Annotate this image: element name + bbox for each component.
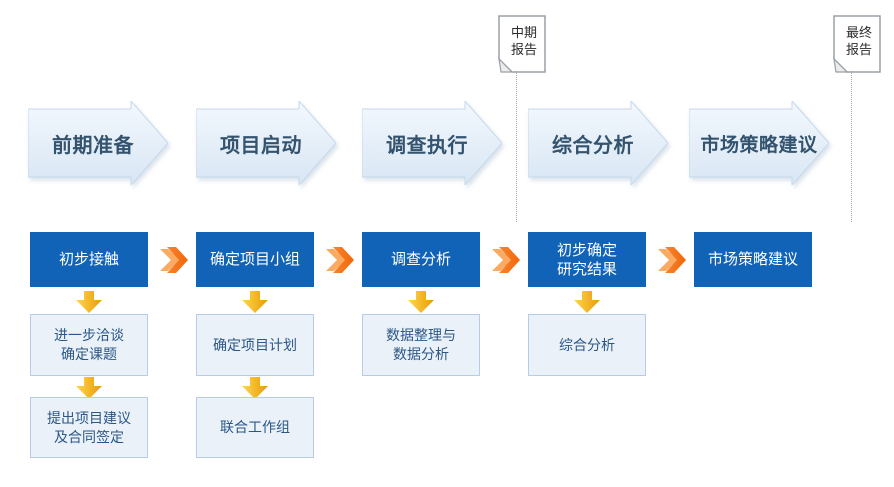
stage-label: 市场策略建议 xyxy=(700,134,818,156)
arrow-down-icon xyxy=(574,291,600,313)
sub-box-1-2: 提出项目建议 及合同签定 xyxy=(30,397,148,458)
step-box-2: 确定项目小组 xyxy=(196,232,314,287)
step-box-4: 初步确定 研究结果 xyxy=(528,232,646,287)
chevron-right-shape-icon xyxy=(689,101,829,185)
step-box-5: 市场策略建议 xyxy=(694,232,812,287)
stage-arrow-3: 调查执行 xyxy=(362,101,502,185)
sub-box-2-2: 联合工作组 xyxy=(196,397,314,458)
arrow-down-icon xyxy=(76,377,102,399)
document-note-icon xyxy=(833,15,881,73)
chevron-right-shape-icon xyxy=(28,101,168,185)
arrow-right-icon xyxy=(656,245,686,275)
stage-arrow-1: 前期准备 xyxy=(28,101,168,185)
stage-arrow-5: 市场策略建议 xyxy=(689,101,829,185)
sub-box-3-1: 数据整理与 数据分析 xyxy=(362,314,480,376)
arrow-down-icon xyxy=(242,377,268,399)
chevron-right-shape-icon xyxy=(528,101,668,185)
stage-arrow-2: 项目启动 xyxy=(196,101,336,185)
midterm-dotted-connector xyxy=(516,71,517,222)
arrow-right-icon xyxy=(490,245,520,275)
arrow-right-icon xyxy=(158,245,188,275)
sub-box-1-1: 进一步洽谈 确定课题 xyxy=(30,314,148,376)
final-report-note: 最终 报告 xyxy=(833,15,881,73)
arrow-down-icon xyxy=(76,291,102,313)
note-label: 最终 报告 xyxy=(845,25,872,57)
chevron-right-shape-icon xyxy=(362,101,502,185)
arrow-right-icon xyxy=(324,245,354,275)
final-dotted-connector xyxy=(851,71,852,222)
stage-arrow-4: 综合分析 xyxy=(528,101,668,185)
step-box-1: 初步接触 xyxy=(30,232,148,287)
sub-box-4-1: 综合分析 xyxy=(528,314,646,376)
chevron-right-shape-icon xyxy=(196,101,336,185)
note-label: 中期 报告 xyxy=(510,25,537,57)
document-note-icon xyxy=(498,15,546,73)
sub-box-2-1: 确定项目计划 xyxy=(196,314,314,376)
midterm-report-note: 中期 报告 xyxy=(498,15,546,73)
stage-label: 前期准备 xyxy=(52,134,134,157)
stage-label: 调查执行 xyxy=(386,134,468,157)
step-box-3: 调查分析 xyxy=(362,232,480,287)
stage-label: 项目启动 xyxy=(220,134,302,157)
arrow-down-icon xyxy=(408,291,434,313)
stage-label: 综合分析 xyxy=(552,134,634,157)
arrow-down-icon xyxy=(242,291,268,313)
